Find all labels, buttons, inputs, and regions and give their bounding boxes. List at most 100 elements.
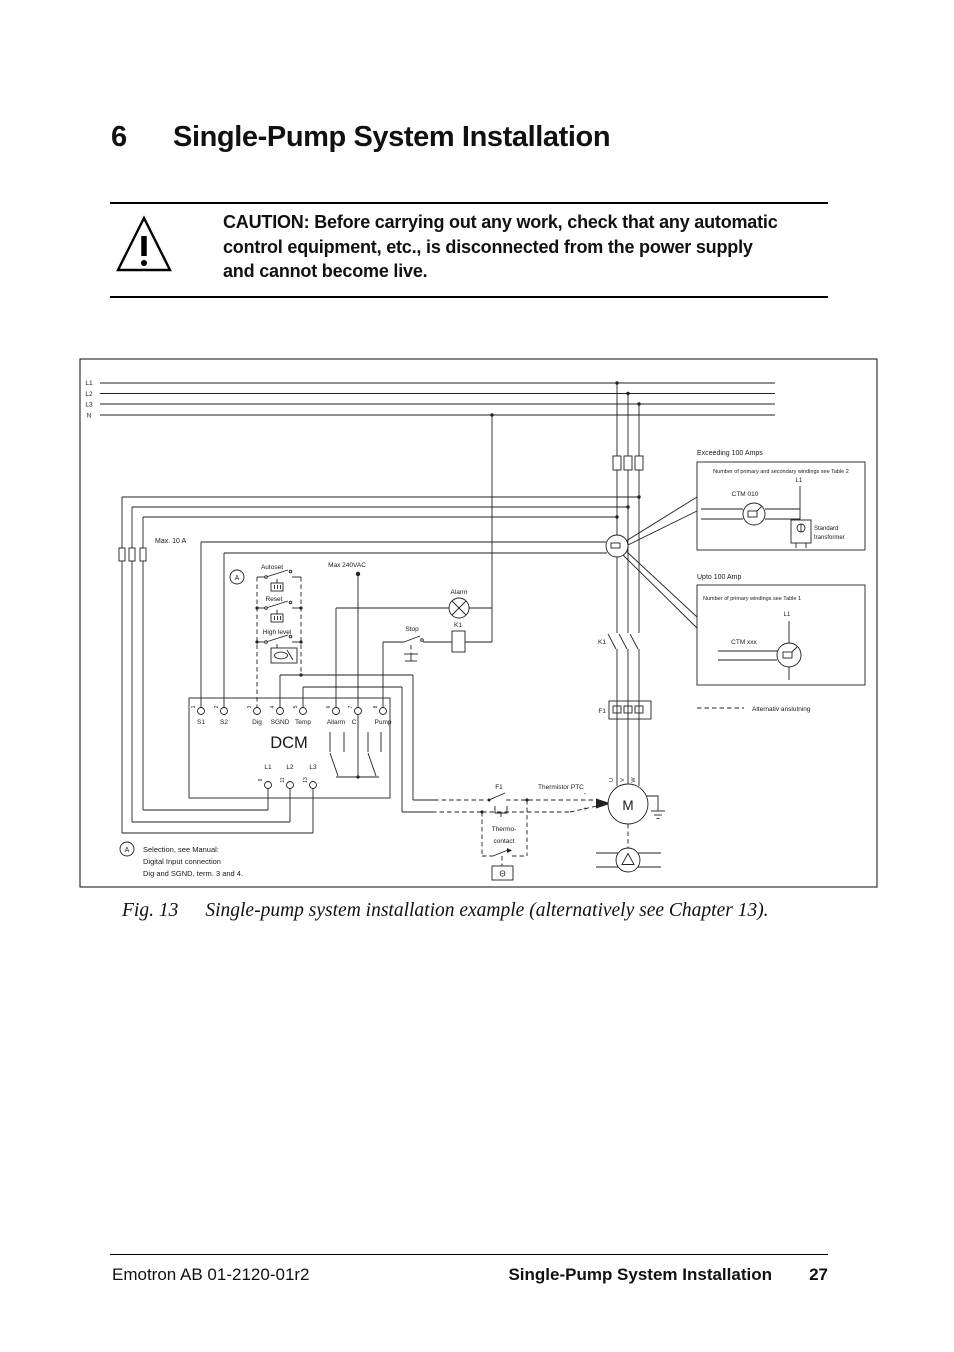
bus-label-l3: L3 — [85, 402, 93, 409]
footer-page-number: 27 — [809, 1265, 828, 1284]
terminal-num: 1 — [191, 705, 197, 708]
aux-contact-label: F1 — [495, 784, 503, 791]
inset-upto-note: Number of primary windings see Table 1 — [703, 596, 801, 602]
terminal-label: Pump — [375, 719, 392, 726]
bus-label-l1: L1 — [85, 380, 93, 387]
motor-power-circuit: K1 F1 — [598, 381, 652, 786]
motor-phase-u: U — [609, 778, 615, 782]
relay-output-circuits: Max 240VAC Alarm Stop K1 — [328, 413, 494, 708]
power-terminal-num: 11 — [280, 777, 286, 782]
footer-rule — [110, 1254, 828, 1256]
terminal-num: 2 — [214, 705, 220, 708]
figure-caption-text: Single-pump system installation example … — [205, 900, 769, 921]
inset-upto-100-amp: Upto 100 Amp Number of primary windings … — [696, 574, 866, 686]
contactor-coil-label: K1 — [454, 622, 462, 629]
high-level-label: High level — [263, 629, 292, 636]
terminal-num: 4 — [270, 705, 276, 708]
overload-label: F1 — [598, 708, 606, 715]
power-terminal-label: L2 — [286, 764, 294, 771]
terminal-label: C — [352, 719, 357, 726]
contactor-coil-symbol — [451, 630, 466, 653]
footnote-marker-a: A — [125, 847, 130, 854]
chapter-number: 6 — [111, 121, 128, 153]
footnote-line3: Dig and SGND, term. 3 and 4. — [143, 869, 243, 878]
legend-alternative-connection: Alternativ anslutning — [697, 706, 811, 713]
pump-symbol — [615, 847, 641, 873]
thermistor-wiring: F1 - + Thermistor PTC Thermo- contact Θ — [279, 673, 611, 881]
inset-exceeding-phase: L1 — [796, 478, 803, 484]
terminal-label: Dig — [252, 719, 262, 726]
footnote-line1: Selection, see Manual: — [143, 845, 219, 854]
dcm-power-feed: Max. 10 A — [118, 495, 641, 834]
dcm-box — [188, 697, 391, 799]
ct-signal-wires — [200, 541, 607, 708]
terminal-num: 5 — [293, 705, 299, 708]
caution-line: control equipment, etc., is disconnected… — [223, 236, 753, 257]
footnote-marker-a-icon — [119, 841, 135, 857]
inset-upto-phase: L1 — [784, 612, 791, 618]
selection-marker-a: A — [235, 575, 240, 582]
standard-transformer-label1: Standard — [814, 526, 838, 532]
standard-transformer-label2: transformer — [814, 535, 845, 541]
digital-input-selector: Autoset Reset High level A — [229, 564, 303, 708]
fuse-rating-label: Max. 10 A — [155, 538, 186, 545]
power-terminal-num: 13 — [303, 777, 309, 783]
terminal-label: Allarm — [327, 719, 345, 726]
caution-line: and cannot become live. — [223, 261, 428, 282]
terminal-label: SGND — [271, 719, 290, 726]
figure-caption-label: Fig. 13 — [122, 900, 179, 921]
inset-upto-title: Upto 100 Amp — [697, 574, 741, 581]
bus-label-n: N — [87, 413, 92, 420]
caution-rule-bottom — [110, 296, 828, 298]
power-terminal-num: 9 — [258, 778, 264, 781]
dcm-unit: DCM 1 2 3 4 5 6 7 8 S1 S2 Dig SGND Temp … — [188, 697, 392, 799]
selection-marker-a-icon — [229, 569, 245, 585]
stop-label: Stop — [405, 626, 419, 633]
reset-label: Reset — [266, 596, 283, 603]
figure-caption: Fig. 13 Single-pump system installation e… — [122, 900, 769, 922]
standard-transformer-symbol — [790, 519, 812, 544]
footer-doc-id: Emotron AB 01-2120-01r2 — [112, 1265, 310, 1284]
motor-and-pump: M U V W — [596, 777, 665, 873]
supply-label: Max 240VAC — [328, 562, 366, 569]
motor-phase-v: V — [620, 778, 626, 782]
warning-triangle-icon — [116, 215, 172, 272]
thermistor-label: Thermistor PTC — [538, 784, 584, 791]
thermistor-plus: + — [583, 806, 587, 813]
supply-buses: L1 L2 L3 N — [85, 380, 775, 420]
bus-label-l2: L2 — [85, 391, 93, 398]
current-transformer-junction — [605, 496, 698, 629]
motor-label: M — [622, 798, 633, 813]
terminal-label: Temp — [295, 719, 311, 726]
inset-exceeding-ct: CTM 010 — [732, 491, 759, 498]
inset-upto-ct: CTM xxx — [731, 639, 757, 646]
thermo-contact-label2: contact — [494, 838, 515, 845]
footnote-line2: Digital Input connection — [143, 857, 221, 866]
inset-exceeding-title: Exceeding 100 Amps — [697, 450, 763, 457]
terminal-label: S2 — [220, 719, 228, 726]
power-terminal-label: L3 — [309, 764, 317, 771]
contactor-label: K1 — [598, 639, 606, 646]
power-terminal-label: L1 — [264, 764, 272, 771]
thermistor-minus: - — [584, 791, 587, 798]
figure-frame — [79, 358, 878, 888]
dcm-label: DCM — [270, 734, 308, 752]
autoset-label: Autoset — [261, 564, 283, 571]
thermo-contact-label1: Thermo- — [492, 826, 517, 833]
inset-exceeding-note: Number of primary and secondary windings… — [713, 469, 849, 475]
terminal-num: 8 — [373, 705, 379, 708]
motor-phase-w: W — [631, 777, 637, 783]
terminal-label: S1 — [197, 719, 205, 726]
footer-section-title: Single-Pump System Installation — [508, 1265, 772, 1284]
terminal-num: 6 — [326, 705, 332, 708]
legend-alt-label: Alternativ anslutning — [752, 706, 811, 713]
caution-rule-top — [110, 202, 828, 204]
page-title: Single-Pump System Installation — [173, 121, 611, 153]
terminal-num: 7 — [348, 705, 354, 708]
inset-exceeding-100-amps: Exceeding 100 Amps Number of primary and… — [696, 450, 866, 551]
theta-symbol: Θ — [499, 870, 505, 879]
earth-icon — [646, 795, 659, 811]
terminal-num: 3 — [247, 705, 253, 708]
